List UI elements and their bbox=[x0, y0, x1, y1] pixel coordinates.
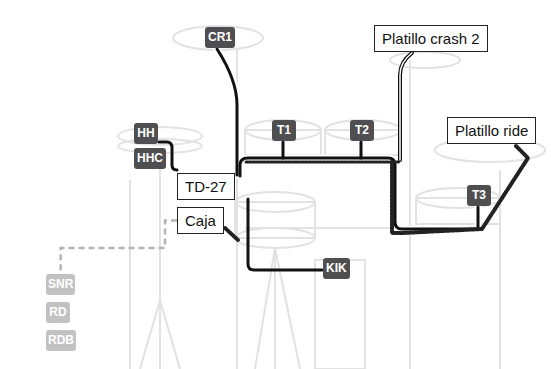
node-text: HHC bbox=[137, 151, 163, 165]
pad-label: HH bbox=[134, 123, 158, 144]
node-text: T3 bbox=[472, 188, 486, 202]
pad-label: T3 bbox=[467, 185, 491, 206]
callout-box: TD-27 bbox=[177, 173, 235, 200]
node-text: HH bbox=[137, 126, 154, 140]
node-text: SNR bbox=[48, 277, 73, 291]
node-text: CR1 bbox=[208, 30, 232, 44]
node-text: TD-27 bbox=[185, 178, 227, 195]
node-text: T1 bbox=[277, 123, 291, 137]
node-text: T2 bbox=[355, 123, 369, 137]
node-text: RD bbox=[49, 305, 66, 319]
pad-label: CR1 bbox=[205, 27, 235, 48]
optional-pad-label: RDB bbox=[46, 330, 76, 351]
node-text: Platillo ride bbox=[455, 122, 528, 139]
node-text: RDB bbox=[48, 333, 74, 347]
callout-box: Platillo ride bbox=[447, 117, 536, 144]
callout-box: Platillo crash 2 bbox=[374, 25, 488, 52]
node-text: Caja bbox=[185, 212, 216, 229]
node-text: KIK bbox=[326, 261, 347, 275]
pad-label: T1 bbox=[272, 120, 296, 141]
optional-pad-label: SNR bbox=[46, 274, 75, 295]
pad-label: HHC bbox=[134, 148, 166, 169]
dashed-cable bbox=[61, 221, 177, 275]
pad-label: T2 bbox=[350, 120, 374, 141]
callout-box: Caja bbox=[177, 207, 224, 234]
pad-label: KIK bbox=[323, 258, 350, 279]
node-text: Platillo crash 2 bbox=[382, 30, 480, 47]
optional-pad-label: RD bbox=[46, 302, 70, 323]
